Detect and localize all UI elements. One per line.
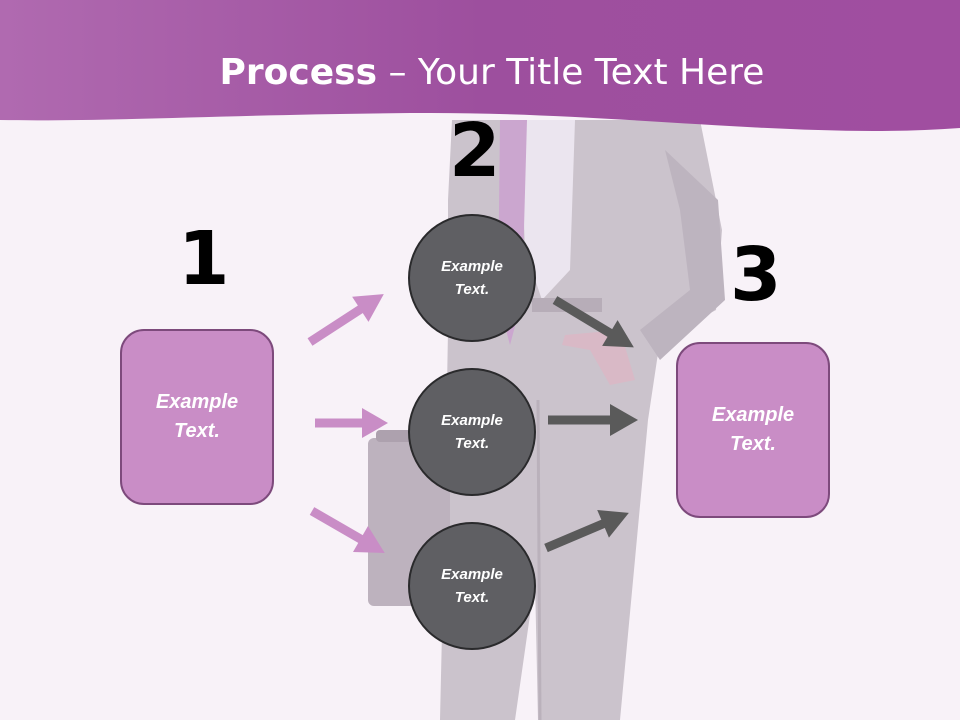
step-number-1: 1: [178, 216, 230, 302]
slide-title: Process – Your Title Text Here: [0, 52, 960, 93]
right-text-box: Example Text.: [676, 342, 830, 518]
left-text-box: Example Text.: [120, 329, 274, 505]
circle-middle: Example Text.: [408, 368, 536, 496]
circle-top: Example Text.: [408, 214, 536, 342]
step-number-2: 2: [449, 108, 501, 194]
title-bold: Process: [219, 52, 378, 93]
title-rest: – Your Title Text Here: [377, 52, 765, 93]
header-band: [0, 0, 960, 131]
circle-bottom: Example Text.: [408, 522, 536, 650]
step-number-3: 3: [730, 232, 782, 318]
